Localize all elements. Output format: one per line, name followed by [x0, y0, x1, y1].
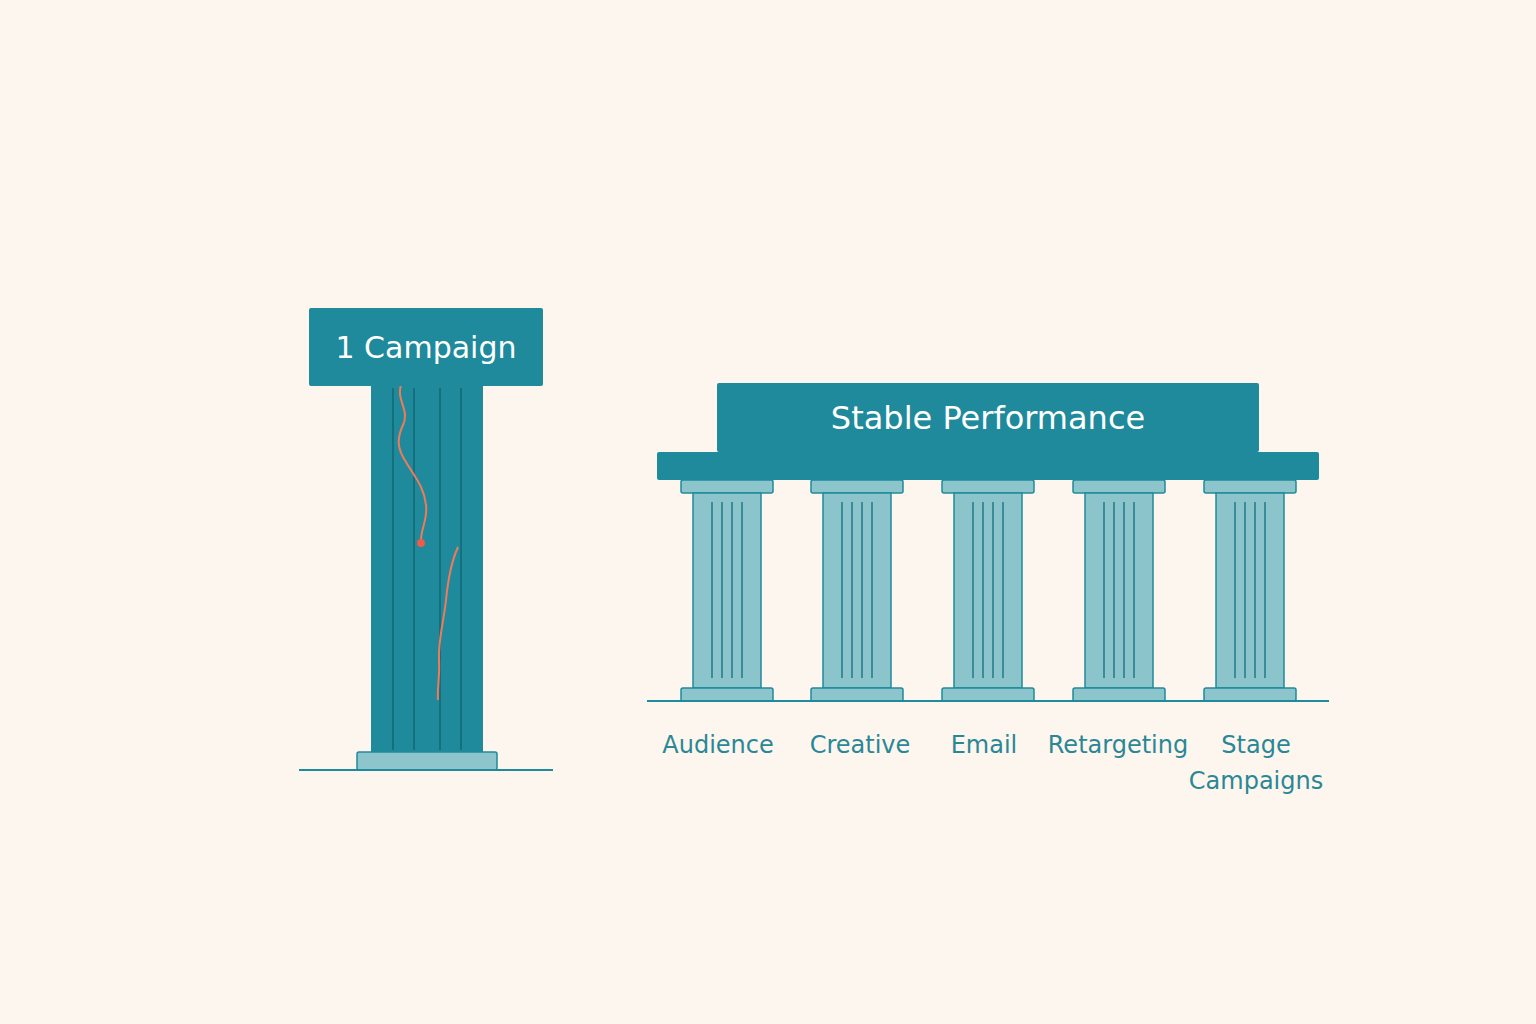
pillar-label: Creative — [785, 727, 935, 763]
column-flute — [711, 502, 713, 678]
column-flute — [861, 502, 863, 678]
column-flute — [1123, 502, 1125, 678]
column-flute — [851, 502, 853, 678]
column-shaft — [954, 493, 1022, 688]
ground-line — [647, 700, 1329, 702]
pillar-shaft — [371, 384, 483, 752]
column-shaft — [693, 493, 761, 688]
pillar-flute — [413, 388, 415, 750]
column — [681, 480, 773, 701]
column-shaft — [1085, 493, 1153, 688]
column — [1073, 480, 1165, 701]
column-flute — [1133, 502, 1135, 678]
node-title: Stable Performance — [831, 399, 1145, 437]
column-base — [811, 688, 903, 701]
crack — [399, 385, 427, 543]
column-base — [681, 688, 773, 701]
column-flute — [1234, 502, 1236, 678]
entablature-ledge — [657, 452, 1319, 480]
pillar-label: Stage Campaigns — [1176, 727, 1336, 799]
crack-dot — [417, 539, 425, 547]
column-base — [1204, 688, 1296, 701]
column-flute — [972, 502, 974, 678]
column — [811, 480, 903, 701]
column-base — [1073, 688, 1165, 701]
pillar-flute — [460, 388, 462, 750]
pillar-flute — [439, 388, 441, 750]
column-flute — [731, 502, 733, 678]
column-capital — [1204, 480, 1296, 493]
column-capital — [811, 480, 903, 493]
entablature-box: Stable Performance — [717, 383, 1259, 452]
column-flute — [1254, 502, 1256, 678]
node-title: 1 Campaign — [336, 330, 517, 365]
column-flute — [1244, 502, 1246, 678]
column-shaft — [823, 493, 891, 688]
column-flute — [721, 502, 723, 678]
column-flute — [841, 502, 843, 678]
pillar-base — [357, 752, 497, 770]
column-capital — [681, 480, 773, 493]
column-flute — [982, 502, 984, 678]
pillar-capital-box: 1 Campaign — [309, 308, 543, 386]
single-pillar — [299, 384, 553, 770]
column-flute — [871, 502, 873, 678]
temple — [647, 452, 1329, 701]
column — [1204, 480, 1296, 701]
pillar-label: Email — [929, 727, 1039, 763]
pillar-label: Audience — [643, 727, 793, 763]
column-flute — [1113, 502, 1115, 678]
column-flute — [1264, 502, 1266, 678]
crack — [438, 547, 458, 700]
column-capital — [942, 480, 1034, 493]
column-base — [942, 688, 1034, 701]
column-flute — [1103, 502, 1105, 678]
column-flute — [1002, 502, 1004, 678]
column — [942, 480, 1034, 701]
column-shaft — [1216, 493, 1284, 688]
column-capital — [1073, 480, 1165, 493]
ground-line — [299, 769, 553, 771]
pillar-flute — [392, 388, 394, 750]
column-flute — [741, 502, 743, 678]
pillar-label: Retargeting — [1033, 727, 1203, 763]
column-flute — [992, 502, 994, 678]
